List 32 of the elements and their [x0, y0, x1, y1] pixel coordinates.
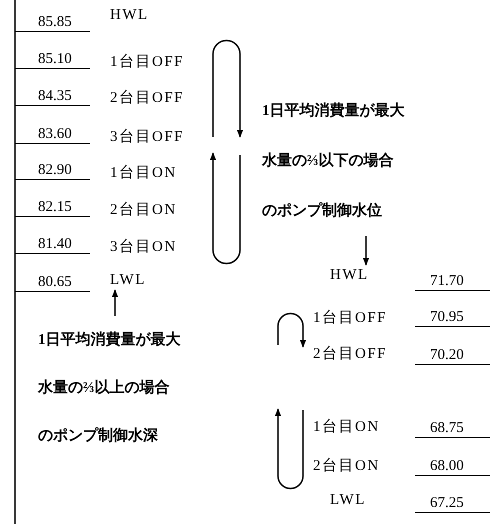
level-label: 3台目OFF — [110, 128, 184, 147]
level-value: 83.60 — [15, 124, 90, 144]
level-value: 68.75 — [415, 418, 490, 438]
arrow — [362, 236, 370, 266]
level-label: 1台目ON — [110, 164, 177, 183]
level-value: 81.40 — [15, 234, 90, 254]
level-label: 2台目ON — [110, 200, 177, 220]
level-label: 3台目ON — [110, 238, 177, 257]
level-value: 71.70 — [415, 271, 490, 291]
level-label: LWL — [330, 491, 366, 510]
level-value: 84.35 — [15, 86, 90, 106]
level-label: 2台目OFF — [110, 88, 184, 108]
level-value: 67.25 — [415, 493, 490, 513]
level-label: 2台目OFF — [313, 344, 388, 364]
level-value: 70.20 — [415, 345, 490, 365]
level-value: 70.95 — [415, 307, 490, 327]
level-value: 85.10 — [15, 49, 90, 69]
level-label: LWL — [110, 270, 146, 290]
level-label: HWL — [330, 265, 369, 285]
level-label: 1台目OFF — [110, 52, 184, 72]
note-text: 1日平均消費量が最大水量の⅔以上の場合のポンプ制御水深 — [38, 316, 180, 460]
level-value: 82.15 — [15, 197, 90, 217]
level-label: 2台目ON — [313, 456, 380, 476]
level-value: 82.90 — [15, 160, 90, 180]
level-value: 80.65 — [15, 272, 90, 292]
note-text: 1日平均消費量が最大水量の⅔以下の場合のポンプ制御水位 — [262, 86, 404, 236]
level-label: HWL — [110, 6, 149, 25]
level-label: 1台目OFF — [313, 308, 388, 328]
arrow — [112, 289, 118, 316]
level-value: 68.00 — [415, 456, 490, 476]
level-label: 1台目ON — [313, 418, 380, 437]
level-value: 85.85 — [15, 12, 90, 32]
